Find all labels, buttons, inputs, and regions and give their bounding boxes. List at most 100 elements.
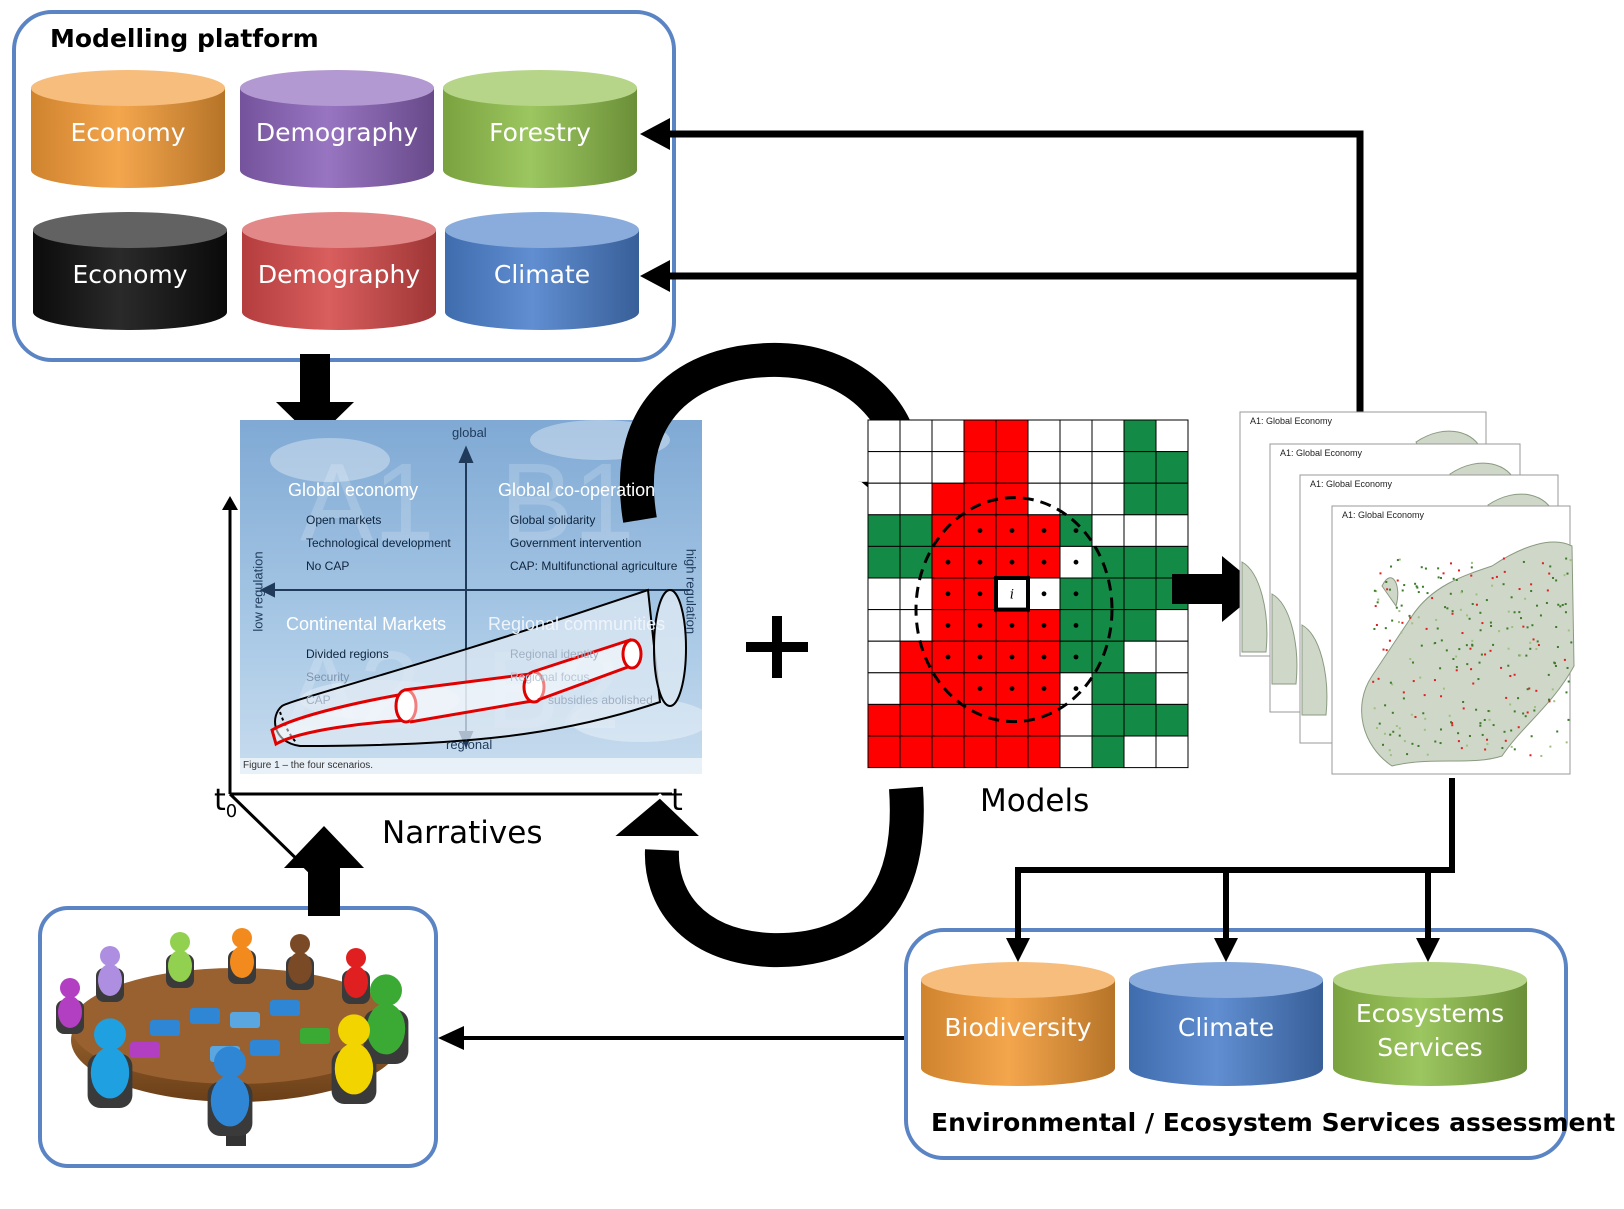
- scenario-background-letter: B1: [500, 441, 635, 564]
- grid-cell: [1059, 419, 1093, 453]
- cylinder-label: Economy: [70, 118, 186, 147]
- puzzle-piece: [230, 1012, 260, 1028]
- grid-cell: [1123, 577, 1157, 611]
- grid-cell: [867, 545, 901, 579]
- puzzle-piece: [300, 1028, 330, 1044]
- cylinder-shape: [1333, 962, 1527, 1086]
- quadrant-title: Regional communities: [488, 614, 666, 634]
- quadrant-item: Open markets: [306, 513, 382, 527]
- grid-cell: [867, 419, 901, 453]
- map-title: A1: Global Economy: [1310, 479, 1393, 489]
- stakeholder-figure: [56, 978, 84, 1034]
- grid-cell: [1091, 482, 1125, 516]
- puzzle-piece: [190, 1008, 220, 1024]
- grid-cell: [931, 451, 965, 484]
- grid-cell: [1123, 640, 1157, 674]
- grid-dot: [1041, 654, 1047, 660]
- grid-cell: [963, 419, 997, 453]
- time-axis: [228, 504, 672, 874]
- grid-cell: [867, 672, 901, 705]
- grid-cell: [867, 451, 901, 484]
- axis-label-global: global: [452, 425, 487, 440]
- grid-dot: [977, 591, 983, 597]
- cylinder-forestry: Forestry: [442, 70, 638, 190]
- grid-dot: [1009, 654, 1015, 660]
- grid-cell: [1155, 640, 1189, 674]
- grid-dot: [1009, 623, 1015, 628]
- stakeholder-figure: [286, 934, 314, 990]
- grid-cell: [899, 545, 933, 579]
- grid-cell: [963, 703, 997, 737]
- grid-cell: [931, 482, 965, 516]
- grid-dot: [1009, 528, 1015, 533]
- cylinder-shape: [1129, 962, 1323, 1086]
- grid-cell: [867, 640, 901, 674]
- quadrant-item: Regional focus: [510, 670, 590, 684]
- grid-cell: [899, 672, 933, 705]
- grid-cell: [899, 514, 933, 547]
- center-cell-label: i: [1010, 588, 1014, 603]
- grid-cell: [1123, 703, 1157, 737]
- cylinder-demography-2: Demography: [241, 212, 437, 332]
- grid-dot: [1073, 623, 1079, 628]
- quadrant-global-economy: Global economy Open markets Technologica…: [288, 480, 451, 578]
- grid-dot: [977, 623, 983, 628]
- cylinder-shape: [33, 212, 227, 330]
- cylinder-shape: [240, 70, 434, 188]
- grid-cell: [1059, 451, 1093, 484]
- grid-cell: [995, 451, 1029, 484]
- t0-main: t: [214, 783, 226, 818]
- map-title: A1: Global Economy: [1342, 510, 1425, 520]
- assessment-to-stakeholders-arrow: [438, 1026, 904, 1050]
- grid-cell: [899, 451, 933, 484]
- grid-cell: [867, 482, 901, 516]
- grid-cell: [1123, 482, 1157, 516]
- stakeholder-figure: [207, 1046, 253, 1136]
- grid-cell: [1027, 735, 1061, 769]
- models-grid: i: [867, 419, 1189, 769]
- grid-dot: [1041, 591, 1047, 597]
- cylinder-label: Climate: [1177, 1013, 1275, 1042]
- grid-cell: [931, 419, 965, 453]
- grid-cell: [1091, 419, 1125, 453]
- arrowhead-forestry: [640, 118, 670, 150]
- grid-dot: [1073, 686, 1079, 691]
- axis-label-high-regulation: high regulation: [683, 548, 699, 635]
- grid-dot: [945, 591, 951, 597]
- cylinder-economy-1: Economy: [30, 70, 226, 190]
- arrowhead-ecosystems: [1416, 938, 1440, 962]
- grid-cell: [1155, 609, 1189, 642]
- grid-cell: [1123, 451, 1157, 484]
- grid-cell: [1059, 735, 1093, 769]
- modelling-platform-title: Modelling platform: [50, 24, 319, 53]
- grid-cell: [1059, 703, 1093, 737]
- grid-cell: [1091, 514, 1125, 547]
- stakeholder-figure: [96, 946, 124, 1002]
- quadrant-item: CAP: [306, 693, 331, 707]
- grid-cell: [1091, 451, 1125, 484]
- assessment-title: Environmental / Ecosystem Services asses…: [931, 1108, 1616, 1137]
- cylinder-label: Demography: [257, 260, 421, 289]
- puzzle-piece: [130, 1042, 160, 1058]
- time-label-t: t: [671, 783, 683, 818]
- quadrant-item: Divided regions: [306, 647, 389, 661]
- grid-cell: [1027, 451, 1061, 484]
- cylinder-biodiversity: Biodiversity: [920, 962, 1116, 1088]
- stakeholder-figure: [166, 932, 194, 988]
- grid-dot: [977, 528, 983, 533]
- stakeholder-figure: [87, 1018, 133, 1108]
- grid-cell: [963, 482, 997, 516]
- grid-cell: [1155, 514, 1189, 547]
- grid-dot: [945, 623, 951, 628]
- quadrant-item: Security: [306, 670, 350, 684]
- grid-dot: [1041, 686, 1047, 691]
- cylinder-label: Demography: [255, 118, 419, 147]
- quadrant-item: Government intervention: [510, 536, 642, 550]
- map-sheet: A1: Global Economy: [1331, 505, 1575, 775]
- grid-cell: [1123, 419, 1157, 453]
- grid-dot: [1041, 559, 1047, 565]
- cylinder-label: Forestry: [489, 118, 591, 147]
- map-title: A1: Global Economy: [1280, 448, 1363, 458]
